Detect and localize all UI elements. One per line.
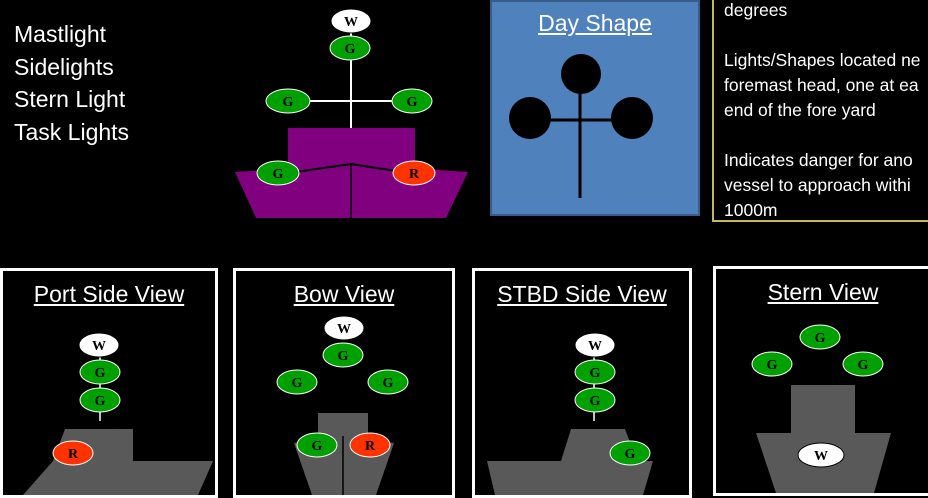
day-shape-left-ball-icon (509, 97, 551, 139)
main-red-sidelight-label: R (409, 167, 420, 182)
stern-top-green-light-icon (799, 324, 841, 350)
main-white-light-icon (330, 8, 372, 34)
info-line-location-3: end of the fore yard (724, 100, 876, 120)
info-line-danger-2: vessel to approach withi (724, 175, 911, 195)
stern-left-green-light-label: G (767, 358, 778, 373)
day-shape-top-ball-icon (561, 54, 601, 94)
main-green-sidelight-label: G (273, 167, 284, 182)
info-text-box: degrees Lights/Shapes located ne foremas… (712, 0, 928, 222)
light-legend: Mastlight Sidelights Stern Light Task Li… (14, 18, 129, 148)
stbd-green-light-2-label: G (590, 394, 601, 409)
stbd-side-view-panel: STBD Side View W G G G (472, 268, 692, 498)
bow-view-panel: Bow View W G G G G R (233, 268, 455, 498)
bow-red-sidelight-label: R (365, 439, 376, 454)
stbd-green-light-1-label: G (590, 366, 601, 381)
port-green-light-2-icon (79, 387, 121, 413)
stbd-green-sidelight-label: G (625, 447, 636, 462)
stern-view-title: Stern View (767, 279, 879, 305)
port-white-light-label: W (92, 339, 106, 354)
bow-mast-green-light-icon (322, 342, 364, 368)
stern-right-green-light-label: G (858, 358, 869, 373)
stbd-hull (487, 429, 653, 495)
stern-top-green-light-label: G (815, 331, 826, 346)
legend-task-lights: Task Lights (14, 118, 130, 145)
bow-left-yard-light-icon (276, 369, 318, 395)
port-side-view-title: Port Side View (33, 281, 185, 307)
bow-view-diagram: W G G G G R (276, 315, 409, 495)
legend-sidelights: Sidelights (14, 53, 114, 80)
day-shape-panel: Day Shape (490, 0, 700, 216)
bow-green-sidelight-label: G (312, 439, 323, 454)
legend-stern-light: Stern Light (14, 86, 126, 112)
port-green-light-1-label: G (95, 366, 106, 381)
bow-view-title: Bow View (293, 281, 395, 307)
info-line-danger-1: Indicates danger for ano (724, 150, 913, 170)
stern-view-diagram: G G G W (751, 324, 891, 493)
port-red-sidelight-label: R (68, 447, 79, 462)
info-line-location-1: Lights/Shapes located ne (724, 50, 921, 70)
ship-superstructure (288, 128, 415, 168)
port-side-view-diagram: W G G R (13, 332, 213, 495)
stbd-green-light-1-icon (574, 359, 616, 385)
stern-left-green-light-icon (751, 351, 793, 377)
main-stbd-yard-light-icon (391, 88, 433, 114)
bow-right-yard-light-icon (367, 369, 409, 395)
bow-mast-green-light-label: G (338, 349, 349, 364)
bow-white-light-label: W (337, 322, 351, 337)
port-green-light-2-label: G (95, 394, 106, 409)
port-side-view-panel: Port Side View W G G R (0, 268, 218, 498)
bow-white-light-icon (323, 315, 365, 341)
stern-view-panel: Stern View G G G W (713, 266, 928, 496)
info-line-location-2: foremast head, one at ea (724, 75, 919, 95)
legend-mastlight: Mastlight (14, 21, 107, 47)
day-shape-right-ball-icon (611, 97, 653, 139)
main-port-yard-light-icon (265, 88, 311, 114)
main-white-light-label: W (344, 15, 358, 30)
main-ship-diagram: W G G G G R (235, 8, 468, 218)
day-shape-diagram (509, 54, 653, 198)
stbd-white-light-label: W (588, 339, 602, 354)
bow-right-yard-light-label: G (383, 376, 394, 391)
stbd-green-light-2-icon (574, 387, 616, 413)
info-line-degrees: degrees (724, 0, 788, 20)
stern-superstructure (791, 385, 855, 435)
bow-left-yard-light-label: G (292, 376, 303, 391)
stern-white-light-label: W (814, 449, 828, 464)
main-red-sidelight-icon (392, 160, 436, 186)
day-shape-title: Day Shape (538, 10, 652, 36)
main-mast-green-light-label: G (345, 42, 356, 57)
main-stbd-yard-light-label: G (407, 95, 418, 110)
port-white-light-icon (78, 332, 120, 358)
port-green-light-1-icon (79, 359, 121, 385)
stbd-side-view-diagram: W G G G (487, 332, 653, 495)
stbd-white-light-icon (574, 332, 616, 358)
main-mast-green-light-icon (329, 35, 371, 61)
stern-right-green-light-icon (842, 351, 884, 377)
main-green-sidelight-icon (256, 160, 300, 186)
stbd-side-view-title: STBD Side View (497, 281, 667, 307)
stbd-green-sidelight-icon (609, 440, 651, 466)
port-red-sidelight-icon (52, 440, 94, 466)
bow-red-sidelight-icon (349, 432, 391, 458)
main-port-yard-light-label: G (283, 95, 294, 110)
info-line-danger-3: 1000m (724, 200, 778, 220)
port-hull (23, 429, 213, 495)
stern-white-light-icon (797, 442, 845, 468)
bow-green-sidelight-icon (296, 432, 338, 458)
